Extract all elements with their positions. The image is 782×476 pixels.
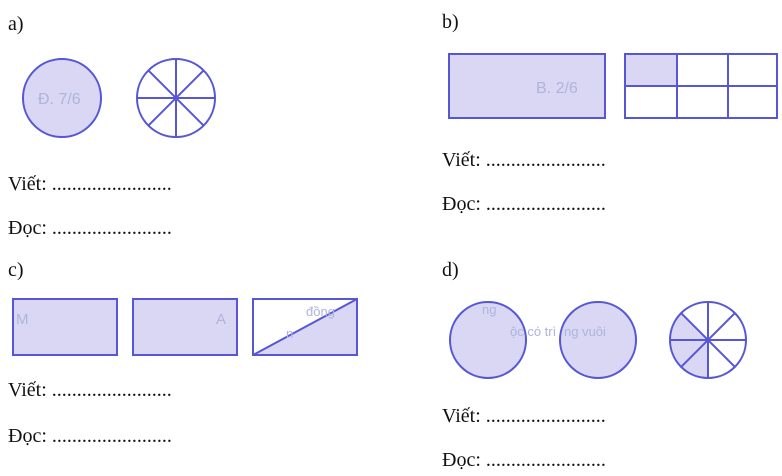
- read-line-d: Đọc: ........................: [442, 449, 606, 471]
- figure-c-rectangle-1: M: [12, 298, 118, 356]
- ghost-text-c-3: đồng: [306, 304, 335, 319]
- ghost-text-c-2: A: [216, 311, 226, 328]
- label-a: a): [8, 13, 24, 35]
- figure-a-circle-eighths: [136, 58, 216, 138]
- figure-c-rectangle-halves: đồng n: [252, 298, 358, 356]
- label-d: d): [442, 259, 459, 281]
- figure-d-circle-2: ng vuôi ộc có trì: [510, 301, 637, 379]
- figure-a-full-circle: Đ. 7/6: [22, 58, 102, 138]
- ghost-text-b: B. 2/6: [536, 80, 578, 97]
- write-line-b: Viết: ........................: [442, 149, 606, 171]
- ghost-text-c-1: M: [16, 311, 29, 328]
- write-line-c: Viết: ........................: [8, 379, 172, 401]
- figure-b-full-rectangle: B. 2/6: [448, 53, 606, 119]
- ghost-text-c-4: n: [286, 326, 293, 341]
- write-line-d: Viết: ........................: [442, 405, 606, 427]
- ghost-text-d-1: ng: [482, 302, 496, 317]
- label-b: b): [442, 11, 459, 33]
- ghost-text-d-2: ng vuôi: [564, 324, 606, 339]
- read-line-a: Đọc: ........................: [8, 217, 172, 239]
- figure-d-circle-1: ng: [449, 301, 527, 379]
- ghost-text-a: Đ. 7/6: [38, 91, 81, 108]
- ghost-text-d-3: ộc có trì: [510, 324, 556, 339]
- read-line-c: Đọc: ........................: [8, 425, 172, 447]
- label-c: c): [8, 259, 24, 281]
- figure-d-circle-eighths: [669, 301, 747, 379]
- write-line-a: Viết: ........................: [8, 173, 172, 195]
- read-line-b: Đọc: ........................: [442, 193, 606, 215]
- figure-c-rectangle-2: A: [132, 298, 238, 356]
- figure-b-grid-sixths: [624, 53, 778, 119]
